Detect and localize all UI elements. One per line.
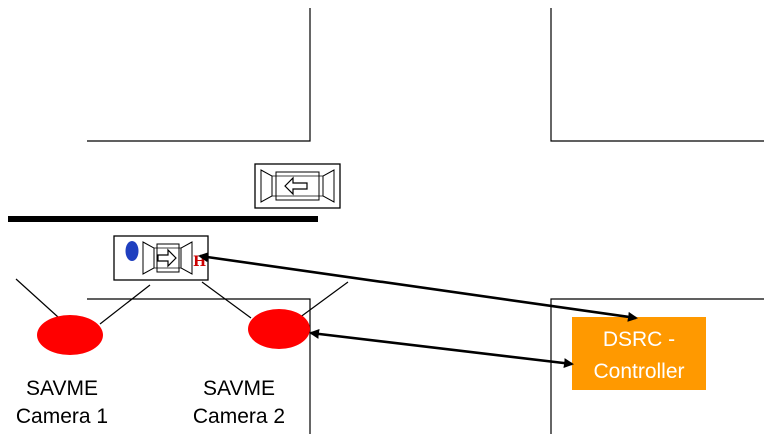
camera-1-label-line1: SAVME <box>26 377 98 400</box>
dsrc-controller-box <box>572 317 706 390</box>
link-vehicle-controller <box>198 252 638 322</box>
camera-1-icon <box>37 315 103 355</box>
emergency-light-icon <box>125 241 139 261</box>
top-right-corner <box>550 8 764 142</box>
link-camera-controller <box>309 328 574 369</box>
camera-2-label-line1: SAVME <box>203 377 275 400</box>
camera-2-icon <box>248 309 310 349</box>
camera-1-label-line2: Camera 1 <box>16 405 108 428</box>
right-arrow-icon <box>157 248 177 268</box>
top-left-corner <box>87 8 311 142</box>
oncoming-car <box>254 163 341 209</box>
left-arrow-icon <box>284 176 308 196</box>
emergency-vehicle: H <box>113 235 209 281</box>
camera-2-label-line2: Camera 2 <box>193 405 285 428</box>
controller-label-line1: DSRC - <box>603 328 675 351</box>
controller-label-line2: Controller <box>593 360 684 383</box>
